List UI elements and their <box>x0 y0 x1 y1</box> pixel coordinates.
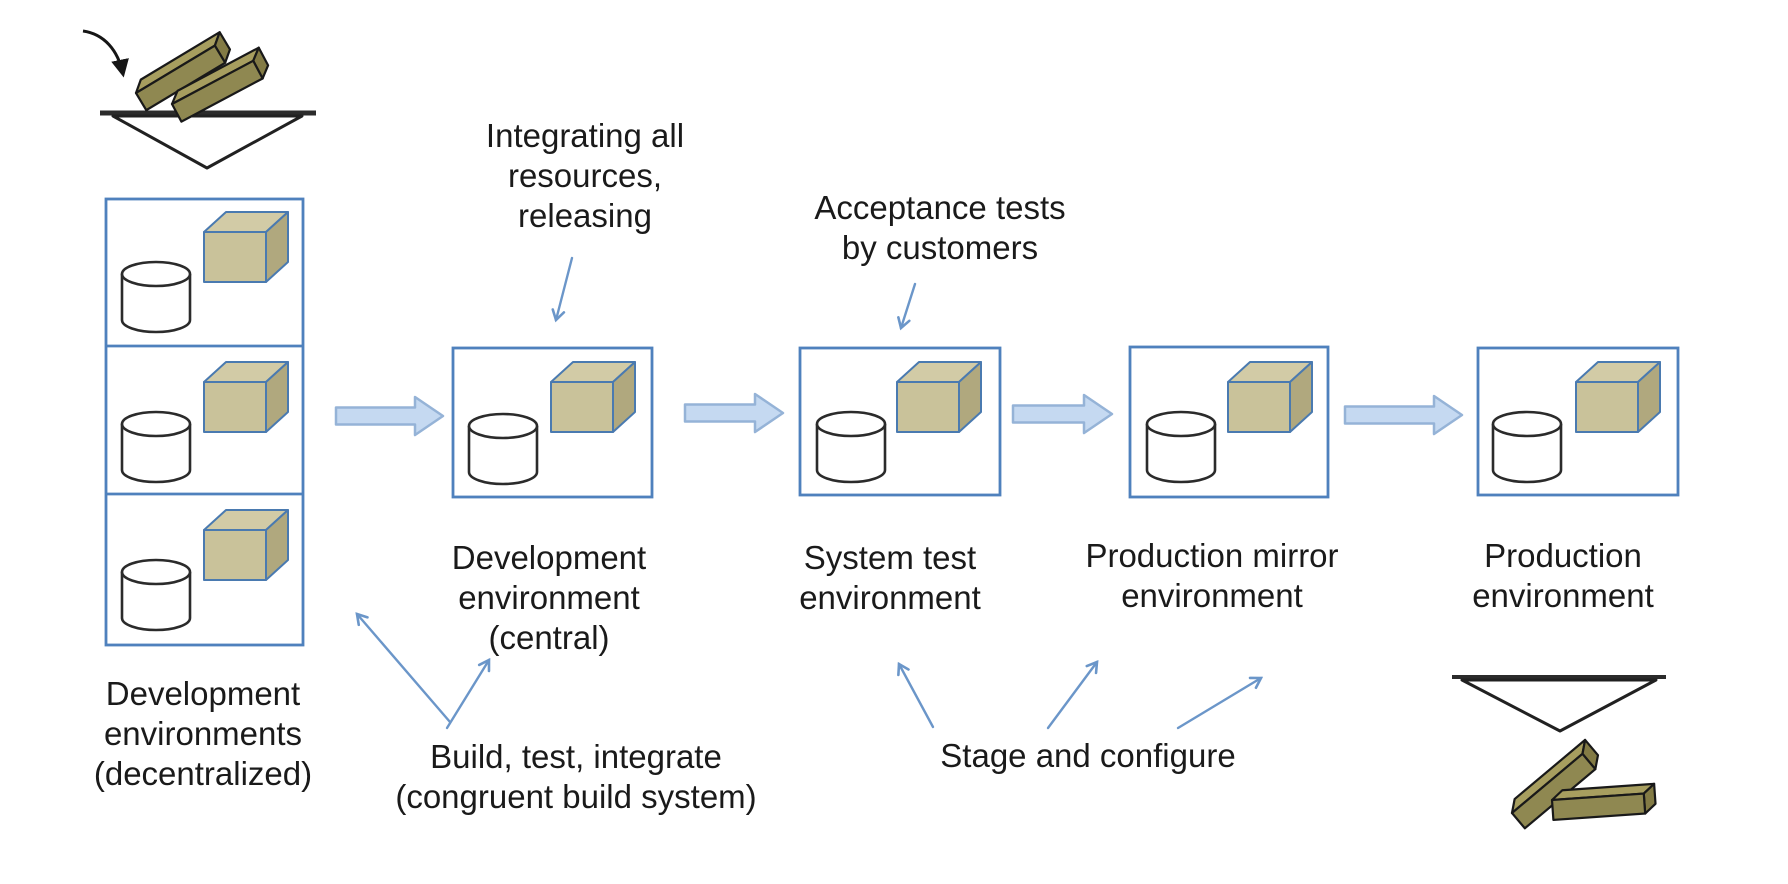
flow-arrow-4 <box>1343 394 1464 436</box>
package-cube-icon <box>203 509 289 581</box>
package-cube-icon <box>203 361 289 433</box>
production-environment-box <box>1476 346 1680 497</box>
dev-environments-decentralized-box <box>104 197 305 647</box>
flow-arrow-2 <box>683 392 785 434</box>
package-cube-icon <box>550 361 636 433</box>
dev-environment-central-box <box>451 346 654 499</box>
database-cylinder-icon <box>120 260 192 334</box>
label-dev-environment-central: Development environment (central) <box>451 539 647 656</box>
input-funnel-icon <box>100 110 316 170</box>
label-production-environment: Production environment <box>1472 537 1654 614</box>
annotation-arrow-stage-left <box>897 661 935 729</box>
annotation-arrow-acceptance <box>897 282 917 331</box>
database-cylinder-icon <box>467 412 539 486</box>
annotation-arrow-stage-middle <box>1046 660 1099 730</box>
input-bricks-icon <box>130 31 274 123</box>
database-cylinder-icon <box>1145 410 1217 484</box>
flow-arrow-3 <box>1011 393 1114 435</box>
database-cylinder-icon <box>120 410 192 484</box>
output-bricks-icon <box>1505 738 1658 830</box>
annotation-arrow-build-left <box>355 612 452 724</box>
output-funnel-icon <box>1452 675 1666 733</box>
label-integrating-all-resources: Integrating all resources, releasing <box>485 117 685 234</box>
annotation-arrow-build-right <box>445 657 491 730</box>
system-test-environment-box <box>798 346 1002 497</box>
label-system-test-environment: System test environment <box>799 539 981 616</box>
package-cube-icon <box>1227 361 1313 433</box>
label-stage-and-configure: Stage and configure <box>940 737 1236 774</box>
label-build-test-integrate: Build, test, integrate (congruent build … <box>395 738 757 815</box>
production-mirror-environment-box <box>1128 345 1330 499</box>
annotation-arrow-stage-right <box>1176 676 1264 730</box>
label-acceptance-tests: Acceptance tests by customers <box>814 189 1066 266</box>
package-cube-icon <box>1575 361 1661 433</box>
input-curved-arrow-icon <box>82 29 129 78</box>
database-cylinder-icon <box>815 410 887 484</box>
label-production-mirror-environment: Production mirror environment <box>1085 537 1339 614</box>
package-cube-icon <box>896 361 982 433</box>
annotation-arrow-integrating <box>551 256 574 323</box>
database-cylinder-icon <box>120 558 192 632</box>
package-cube-icon <box>203 211 289 283</box>
flow-arrow-1 <box>334 395 445 437</box>
database-cylinder-icon <box>1491 410 1563 484</box>
label-dev-environments-decentralized: Development environments (decentralized) <box>93 675 313 792</box>
